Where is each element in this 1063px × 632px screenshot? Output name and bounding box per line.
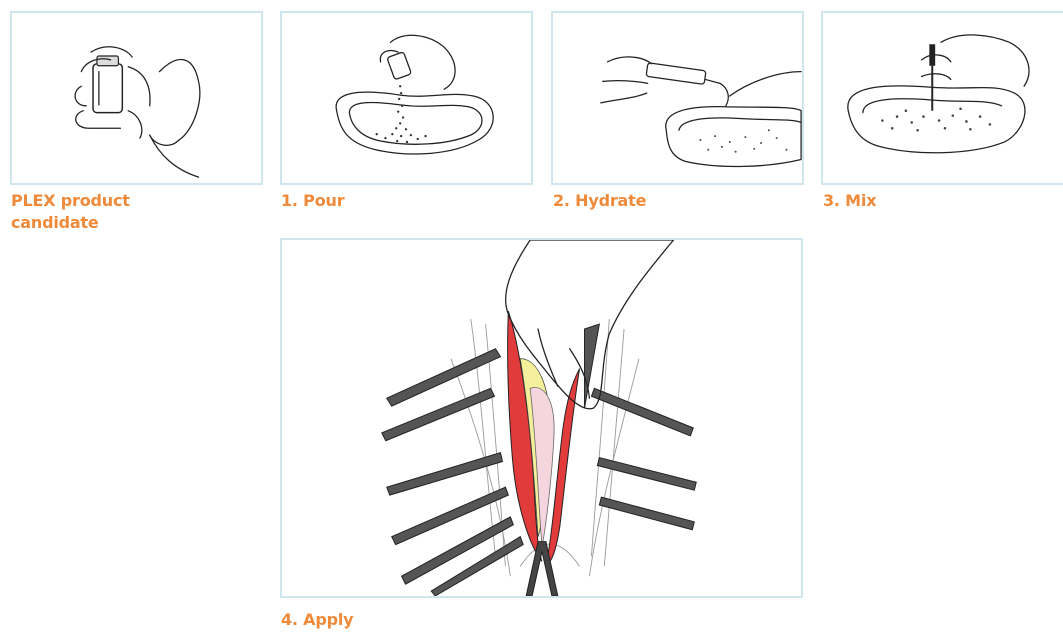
step-panel-pour — [280, 11, 533, 185]
syringe-hydrate-icon — [553, 13, 802, 183]
step-panel-mix — [821, 11, 1063, 185]
vial-in-hand-icon — [12, 13, 261, 183]
caption-pour: 1. Pour — [281, 190, 344, 212]
spatula-mix-icon — [823, 13, 1063, 183]
caption-apply: 4. Apply — [281, 609, 353, 631]
caption-hydrate: 2. Hydrate — [553, 190, 646, 212]
pour-powder-icon — [282, 13, 531, 183]
caption-mix: 3. Mix — [823, 190, 876, 212]
step-panel-product — [10, 11, 263, 185]
step-panel-apply — [280, 238, 803, 598]
surgical-apply-icon — [282, 240, 801, 596]
step-panel-hydrate — [551, 11, 804, 185]
caption-product: PLEX product candidate — [11, 190, 211, 234]
